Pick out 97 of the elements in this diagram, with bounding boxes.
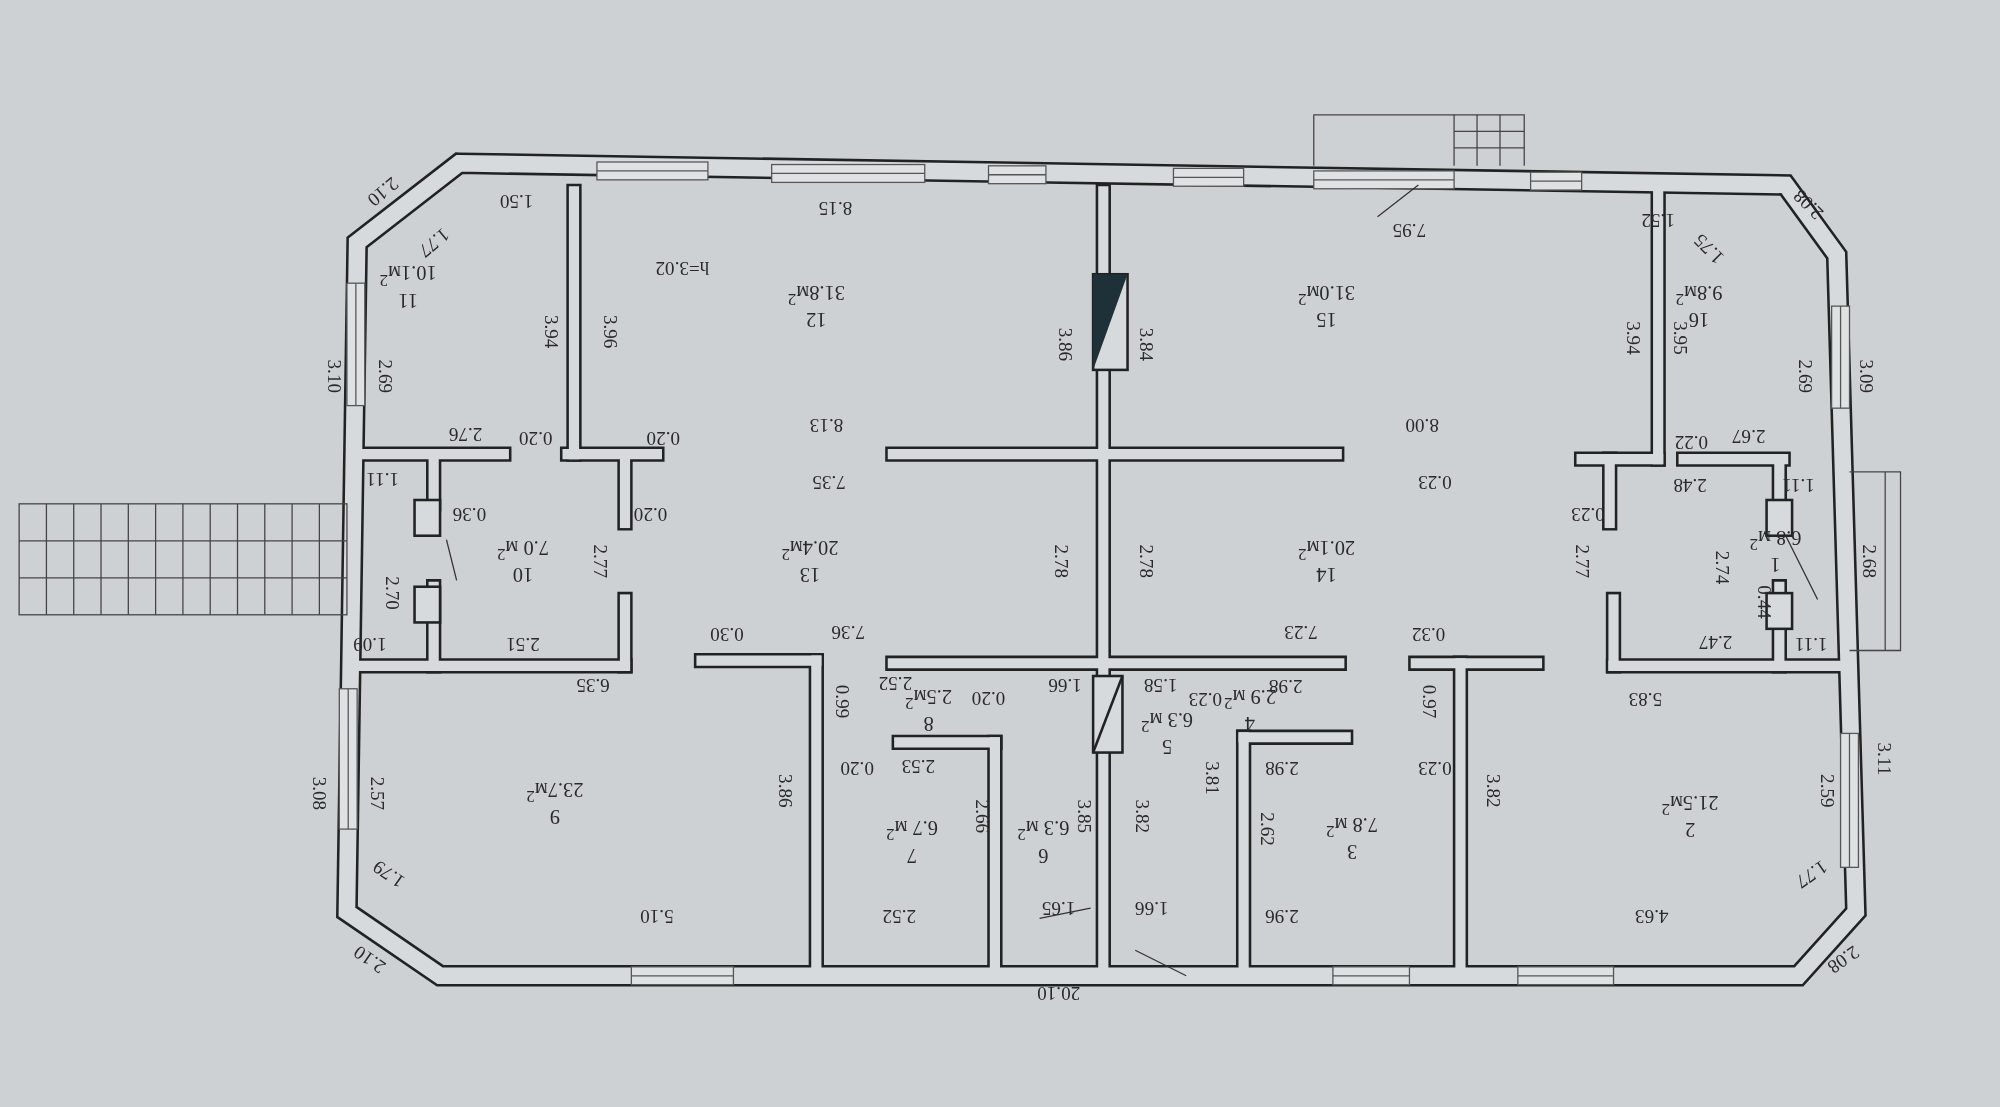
dimension-label: 2.69 [1795, 359, 1815, 393]
dimension-label: 8.15 [818, 198, 853, 218]
dimension-label: 3.09 [1856, 359, 1876, 393]
dimension-label: 0.99 [832, 684, 852, 719]
dimension-label: 6.35 [576, 675, 610, 695]
dimension-label: 0.30 [710, 624, 744, 644]
dimension-label: 7.36 [831, 621, 865, 641]
dimension-label: 2.53 [901, 755, 936, 775]
dimension-label: 0.20 [971, 688, 1006, 708]
dimension-label: 2.96 [1265, 906, 1299, 926]
dimension-label: 2.52 [882, 906, 916, 926]
dimension-label: 3.10 [324, 359, 344, 393]
dimension-label: 5.10 [640, 906, 674, 926]
dimension-label: 2.08 [1823, 941, 1863, 977]
dimension-label: 5.83 [1628, 689, 1663, 709]
dimension-label: 0.23 [1418, 758, 1452, 778]
room-number: 4 [1244, 712, 1256, 735]
dimension-label: 2.74 [1712, 550, 1732, 585]
room-number: 6 [1038, 843, 1049, 867]
room-number: 1 [1770, 553, 1781, 576]
dimension-label: 0.23 [1188, 689, 1223, 709]
room-number: 13 [799, 563, 821, 586]
dimension-label: 3.86 [1055, 327, 1075, 362]
room-number: 11 [398, 289, 418, 312]
room-number: 10 [512, 563, 534, 586]
dimension-label: 3.82 [1132, 799, 1152, 834]
room-number: 8 [923, 712, 934, 735]
room-number: 9 [549, 805, 560, 829]
dimension-label: 1.11 [366, 468, 400, 488]
room-number: 3 [1346, 840, 1358, 863]
dimension-label: 3.84 [1135, 327, 1155, 362]
dimension-label: 7.35 [812, 472, 846, 492]
dimension-label: 0.20 [646, 427, 680, 448]
dimension-label: 1.11 [1782, 475, 1815, 495]
dimension-label: 1.58 [1143, 675, 1178, 695]
dimension-label: 2.69 [375, 359, 395, 393]
dimension-label: 1.79 [369, 856, 409, 892]
dimension-label: 0.20 [518, 427, 553, 448]
dimension-label: 0.20 [840, 758, 874, 778]
dimension-label: 1.11 [1794, 634, 1828, 654]
dimension-label: 0.32 [1411, 624, 1446, 644]
dimension-label: 1.77 [1792, 856, 1831, 892]
dimension-label: 2.70 [382, 576, 402, 610]
dimension-label: 1.66 [1048, 675, 1082, 695]
dimension-label: 8.13 [809, 415, 844, 435]
dimension-label: 2.98 [1265, 758, 1299, 778]
room-number: 2 [1684, 818, 1696, 841]
dimension-label: 1.50 [499, 190, 534, 210]
dimension-label: 1.65 [1041, 898, 1076, 918]
ceiling-height-label: h=3.02 [655, 258, 710, 278]
dimension-label: 7.95 [1392, 220, 1427, 240]
dimension-label: 1.66 [1135, 898, 1169, 918]
room-number: 15 [1316, 308, 1337, 331]
room-number: 5 [1162, 735, 1173, 758]
dimension-label: 3.94 [1623, 321, 1643, 355]
dimension-label: 3.11 [1874, 742, 1894, 776]
dimension-label: 20.10 [1037, 982, 1081, 1002]
dimension-label: 0.44 [1754, 585, 1774, 619]
dimension-label: 2.76 [448, 424, 483, 444]
dimension-label: 0.20 [633, 504, 668, 524]
room-number: 12 [806, 308, 827, 331]
dimension-label: 3.08 [309, 776, 329, 811]
dimension-label: 0.23 [1418, 472, 1452, 492]
dimension-label: 2.78 [1051, 544, 1071, 578]
dimension-label: 3.96 [600, 314, 620, 349]
dimension-label: 3.85 [1074, 799, 1094, 834]
dimension-label: 3.82 [1482, 774, 1502, 808]
dimension-label: 2.10 [350, 941, 390, 977]
dimension-label: 2.68 [1859, 544, 1879, 578]
dimension-label: 2.47 [1698, 632, 1733, 652]
dimension-label: 3.86 [774, 774, 794, 808]
dimension-label: 0.22 [1674, 431, 1709, 451]
dimension-label: 1.77 [414, 224, 453, 261]
dimension-label: 2.77 [1572, 544, 1592, 578]
dimension-label: 0.97 [1419, 684, 1439, 719]
dimension-label: 2.67 [1732, 426, 1766, 446]
dimension-label: 2.51 [506, 634, 540, 654]
dimension-label: 3.94 [541, 314, 561, 349]
dimension-label: 3.95 [1670, 321, 1690, 355]
dimension-label: 4.63 [1635, 906, 1669, 926]
dimension-label: 2.77 [589, 544, 610, 578]
dimension-label: 1.75 [1690, 230, 1728, 268]
dimension-label: 3.81 [1202, 761, 1222, 795]
dimension-label: 2.62 [1257, 812, 1277, 846]
dimension-label: 2.10 [363, 173, 402, 210]
dimension-label: 2.08 [1790, 185, 1828, 223]
dimension-label: 8.00 [1405, 415, 1439, 435]
dimension-label: 2.78 [1135, 544, 1155, 578]
dimension-label: 2.66 [972, 799, 992, 834]
dimension-label: 2.48 [1673, 475, 1707, 495]
dimension-label: 2.57 [366, 776, 386, 811]
dimension-label: 0.36 [452, 504, 487, 524]
dimension-label: 7.23 [1284, 621, 1318, 641]
room-number: 14 [1316, 563, 1337, 586]
room-number: 16 [1688, 308, 1710, 331]
dimension-label: 2.59 [1816, 774, 1837, 808]
room-number: 7 [906, 843, 918, 867]
